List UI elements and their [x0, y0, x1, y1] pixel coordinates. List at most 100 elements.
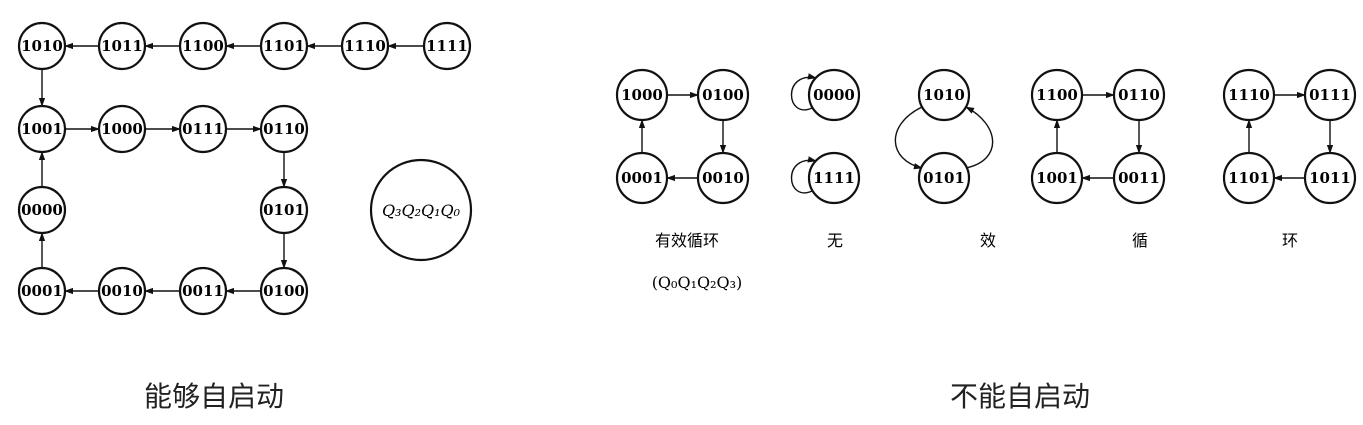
state-circle [17, 266, 67, 316]
state-circle [178, 266, 228, 316]
state-label: 1011 [101, 37, 143, 55]
invalid-label-3: 循 [1132, 231, 1148, 250]
state-node-1011: 1011 [1303, 151, 1357, 205]
state-node-0101: 0101 [259, 185, 309, 235]
state-label: 0110 [263, 120, 305, 138]
state-label: 0011 [1118, 169, 1160, 187]
state-label: 0110 [1118, 86, 1160, 104]
state-circle [259, 266, 309, 316]
state-node-1001: 1001 [1030, 151, 1084, 205]
state-node-0001: 0001 [615, 151, 669, 205]
state-circle [1030, 151, 1084, 205]
state-circle [696, 151, 750, 205]
state-node-1010: 1010 [917, 68, 971, 122]
state-node-0010: 0010 [97, 266, 147, 316]
state-node-0110: 0110 [259, 104, 309, 154]
state-label: 0101 [923, 169, 965, 187]
state-circle [97, 266, 147, 316]
state-circle [917, 151, 971, 205]
transition-arrow [965, 106, 994, 169]
state-label: 0111 [1309, 86, 1351, 104]
state-node-0100: 0100 [259, 266, 309, 316]
bit-order-label: (Q₀Q₁Q₂Q₃) [652, 273, 743, 292]
state-circle [340, 21, 390, 71]
state-node-0110: 0110 [1112, 68, 1166, 122]
state-label: 0001 [621, 169, 663, 187]
state-circle [259, 185, 309, 235]
state-label: 0010 [101, 282, 143, 300]
state-circle [97, 21, 147, 71]
state-circle [178, 104, 228, 154]
transition-arrow [790, 73, 817, 111]
state-label: 0001 [21, 282, 63, 300]
state-label: 1001 [1036, 169, 1078, 187]
state-label: 1101 [1228, 169, 1270, 187]
state-node-1110: 1110 [1222, 68, 1276, 122]
state-label: 0100 [702, 86, 744, 104]
invalid-label-2: 效 [980, 231, 996, 250]
state-node-0010: 0010 [696, 151, 750, 205]
state-label: 1010 [21, 37, 63, 55]
state-label: 1111 [426, 37, 468, 55]
invalid-label-1: 无 [827, 231, 843, 250]
state-node-0011: 0011 [1112, 151, 1166, 205]
state-label: 0000 [813, 86, 855, 104]
state-node-0000: 0000 [807, 68, 861, 122]
state-circle [1303, 68, 1357, 122]
state-label: 1100 [1036, 86, 1078, 104]
legend-text: Q₃Q₂Q₁Q₀ [382, 201, 461, 220]
state-node-0111: 0111 [178, 104, 228, 154]
state-node-0101: 0101 [917, 151, 971, 205]
state-node-1111: 1111 [807, 151, 861, 205]
state-label: 1011 [1309, 169, 1351, 187]
state-node-1010: 1010 [17, 21, 67, 71]
state-node-1111: 1111 [422, 21, 472, 71]
state-label: 0111 [182, 120, 224, 138]
state-label: 0101 [263, 201, 305, 219]
state-circle [422, 21, 472, 71]
state-node-1100: 1100 [178, 21, 228, 71]
state-label: 1010 [923, 86, 965, 104]
state-node-1000: 1000 [615, 68, 669, 122]
state-label: 0011 [182, 282, 224, 300]
state-circle [17, 21, 67, 71]
state-circle [1222, 151, 1276, 205]
invalid-label-4: 环 [1282, 231, 1298, 250]
state-circle [807, 68, 861, 122]
state-node-1000: 1000 [97, 104, 147, 154]
state-node-0111: 0111 [1303, 68, 1357, 122]
state-circle [615, 68, 669, 122]
right-caption: 不能自启动 [950, 380, 1090, 413]
state-label: 1111 [813, 169, 855, 187]
state-circle [178, 21, 228, 71]
right-state-diagram: 1000 0100 0010 0001 0000 1111 1010 0101 1100 0110… [615, 68, 1357, 205]
state-node-0100: 0100 [696, 68, 750, 122]
state-circle [1112, 68, 1166, 122]
state-node-1011: 1011 [97, 21, 147, 71]
left-caption: 能够自启动 [144, 380, 284, 413]
state-circle [696, 68, 750, 122]
state-node-1001: 1001 [17, 104, 67, 154]
state-circle [259, 21, 309, 71]
state-label: 0010 [702, 169, 744, 187]
state-circle [917, 68, 971, 122]
state-label: 1110 [1228, 86, 1270, 104]
state-node-1101: 1101 [259, 21, 309, 71]
state-node-0001: 0001 [17, 266, 67, 316]
state-node-1101: 1101 [1222, 151, 1276, 205]
state-label: 0100 [263, 282, 305, 300]
state-circle [807, 151, 861, 205]
state-node-1110: 1110 [340, 21, 390, 71]
left-state-diagram: 1111 1110 1101 1100 1011 1010 1001 1000 0111 0110… [17, 21, 472, 316]
legend-node: Q₃Q₂Q₁Q₀ [369, 158, 473, 262]
state-circle [1112, 151, 1166, 205]
state-node-0011: 0011 [178, 266, 228, 316]
state-label: 1000 [621, 86, 663, 104]
state-label: 1000 [101, 120, 143, 138]
state-node-1100: 1100 [1030, 68, 1084, 122]
state-label: 1101 [263, 37, 305, 55]
state-circle [259, 104, 309, 154]
state-circle [1030, 68, 1084, 122]
state-label: 0000 [21, 201, 63, 219]
